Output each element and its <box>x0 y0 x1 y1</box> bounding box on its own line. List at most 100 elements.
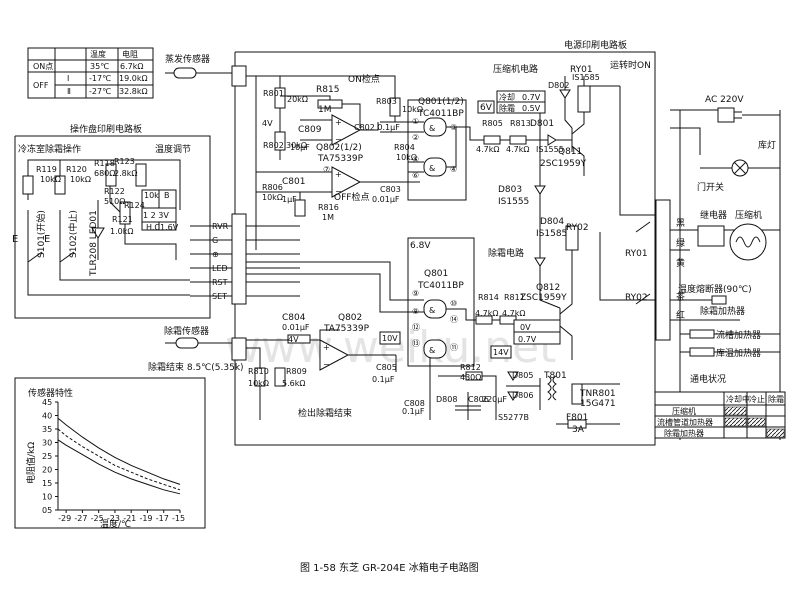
zsc2-label: ZSC1959Y <box>520 293 567 303</box>
pin5-label: ⑤ <box>412 155 419 164</box>
v14-label: 14V <box>493 348 509 357</box>
pin6-label: ⑥ <box>412 171 419 180</box>
r120-label: R120 <box>66 165 87 174</box>
v0-label: 0V <box>520 323 531 332</box>
svg-text:+: + <box>335 170 342 179</box>
r124-label: R124 <box>124 201 145 210</box>
d804-label: D804 <box>540 217 564 227</box>
spec-on-label: ON点 <box>33 62 53 71</box>
svg-text:−: − <box>335 187 342 196</box>
status-title: 通电状况 <box>690 373 726 385</box>
wire-red: 红 <box>676 309 685 321</box>
bottom-heater-label: 库温加热器 <box>716 347 761 359</box>
pin7-label: ⑦ <box>323 165 330 174</box>
r810-label: R810 <box>248 367 269 376</box>
y-tick-label-8: 05 <box>42 506 52 515</box>
is1555b-label: IS1555 <box>498 197 529 207</box>
switch-e2: E <box>44 234 50 245</box>
cool-value: 0.7V <box>522 93 541 102</box>
status-table: 通电状况 冷却中 冷止 除霜 压缩机 流槽管道加热器 除霜加热器 <box>654 373 786 439</box>
spec-off2-temp: -27℃ <box>89 87 111 96</box>
d802-label: D802 <box>548 81 569 90</box>
off-check-label: OFF检点 <box>334 191 369 203</box>
c806-label: C806 <box>468 395 489 404</box>
switch-e1: E <box>12 234 18 245</box>
f801-label: F801 <box>566 413 588 423</box>
spec-off2-label: Ⅱ <box>67 87 71 96</box>
freeze-defrost-op-label: 冷冻室除霜操作 <box>18 143 81 155</box>
r123-label: R123 <box>114 157 135 166</box>
y-tick-label-2: 35 <box>42 425 52 434</box>
c803-value: 0.01μF <box>372 195 400 204</box>
temp-adjust-label: 温度调节 <box>155 143 191 155</box>
sensor-chart: 传感器特性 电阻值/kΩ 温度/℃ 454035302520151005-29-… <box>14 377 206 530</box>
ry01-label: RY01 <box>625 249 648 259</box>
tc4011b-label: TC4011BP <box>417 281 464 291</box>
pin14-label: ⑭ <box>450 315 458 324</box>
x-tick-label-6: -17 <box>156 514 169 523</box>
r120-value: 10kΩ <box>70 175 91 184</box>
status-h1: 冷却中 <box>726 394 750 404</box>
s102-label: S102(中止) <box>67 210 79 258</box>
spec-off-label: OFF <box>33 81 49 90</box>
defrost-heater-label: 除霜加热器 <box>700 305 745 317</box>
x-tick-label-7: -15 <box>172 514 185 523</box>
r123-value: 2.8kΩ <box>114 169 137 178</box>
v68-label: 6.8V <box>410 241 431 251</box>
x-tick-label-2: -25 <box>91 514 104 523</box>
v4-label: 4V <box>262 119 273 128</box>
spec-header-temp: 温度 <box>90 49 106 59</box>
ta75339b-label: TA75339P <box>323 324 370 334</box>
r811-label: R811 <box>504 293 525 302</box>
pin11-label: ⑪ <box>450 343 458 352</box>
v6-label: 6V <box>480 103 493 113</box>
is1555a-label: IS1555 <box>536 145 564 154</box>
c809-label: C809 <box>298 125 322 135</box>
pin9-label: ⑨ <box>412 289 419 298</box>
drain-heater-label: 流槽加热器 <box>716 329 761 341</box>
r813-value: 4.7kΩ <box>506 145 529 154</box>
wire-brown: 茶 <box>676 291 685 303</box>
r816-value: 1M <box>322 213 334 222</box>
wire-green: 绿 <box>676 237 685 249</box>
status-row-defrost: 除霜加热器 <box>664 428 704 438</box>
defrost-circuit-label: 除霜电路 <box>488 247 524 259</box>
pin10-label: ⑩ <box>450 299 457 308</box>
op-board-label: 操作盘印刷电路板 <box>70 123 142 135</box>
wire-black: 黑 <box>676 218 685 229</box>
defrost-end-label: 除霜结束 8.5℃(5.35k) <box>148 361 244 373</box>
status-row-drain: 流槽管道加热器 <box>657 417 713 427</box>
d801-label: D801 <box>530 119 554 129</box>
sensor-chart-title: 传感器特性 <box>28 387 73 399</box>
power-board-label: 电源印刷电路板 <box>564 39 627 51</box>
r814-label: R814 <box>478 293 499 302</box>
r815-value: 1M <box>318 105 332 115</box>
spec-header-res: 电阻 <box>122 49 138 59</box>
s101-label: S101(开始) <box>35 210 47 258</box>
d805-label: D805 <box>512 371 533 380</box>
sensor-chart-ylabel: 电阻值/kΩ <box>25 442 37 484</box>
pin3-label: ③ <box>450 123 457 132</box>
compressor-circuit-label: 压缩机电路 <box>493 63 538 75</box>
sensor-curve-1 <box>57 417 181 485</box>
r119-value: 10kΩ <box>40 175 61 184</box>
sw123-label: 1 2 3V <box>143 211 169 220</box>
v4b-label: 4V <box>288 335 299 344</box>
status-row-compressor: 压缩机 <box>672 406 696 416</box>
op-board: 操作盘印刷电路板 冷冻室除霜操作 温度调节 E E <box>12 123 211 319</box>
t801-label: T801 <box>543 371 567 381</box>
c804-value: 0.01μF <box>282 323 310 332</box>
sensor-chart-xlabel: 温度/℃ <box>100 518 131 530</box>
c803-label: C803 <box>380 185 401 194</box>
c805-label: C805 <box>376 363 397 372</box>
x-tick-label-4: -21 <box>123 514 136 523</box>
r801-label: R801 <box>263 89 284 98</box>
r809-label: R809 <box>286 367 307 376</box>
y-tick-label-7: 10 <box>42 493 52 502</box>
svg-text:−: − <box>335 135 342 144</box>
spec-off1-temp: -17℃ <box>89 74 111 83</box>
x-tick-label-1: -27 <box>74 514 87 523</box>
r816-label: R816 <box>318 203 339 212</box>
sensor-curve-3 <box>57 439 181 495</box>
